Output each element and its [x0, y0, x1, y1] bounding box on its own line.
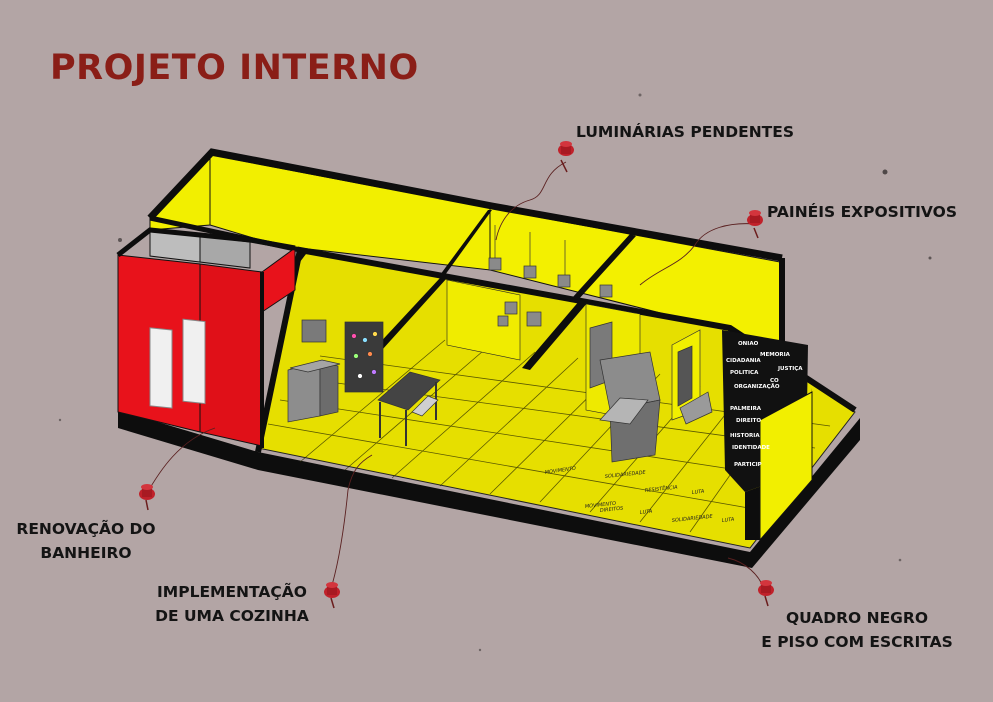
board-word: IDENTIDADE — [732, 445, 770, 451]
pushpin-icon — [324, 582, 340, 609]
floor-word: SOLIDARIEDADE — [672, 514, 714, 524]
board-word: HISTORIA — [730, 433, 760, 439]
floor-text: MOVIMENTO SOLIDARIEDADE RESISTÊNCIA LUTA… — [544, 466, 735, 524]
label-text: LUMINÁRIAS PENDENTES — [576, 123, 794, 141]
board-word: CO — [770, 378, 779, 384]
label-paineis: PAINÉIS EXPOSITIVOS — [767, 200, 957, 224]
label-text: QUADRO NEGRO — [785, 609, 929, 627]
floor-word: SOLIDARIEDADE — [605, 470, 647, 480]
bathroom-door-left — [149, 327, 173, 409]
pushpin-icon — [747, 210, 763, 239]
pushpin-icon — [558, 141, 574, 173]
pendant-lamps — [488, 225, 613, 327]
label-text: DE UMA COZINHA — [155, 607, 309, 625]
board-word: MEMORIA — [760, 352, 791, 358]
label-quadro: QUADRO NEGRO E PISO COM ESCRITAS — [752, 606, 962, 654]
label-text: E PISO COM ESCRITAS — [761, 633, 953, 651]
bathroom-front-wall-2 — [199, 263, 263, 447]
board-word: CIDADANIA — [726, 358, 761, 364]
label-text: IMPLEMENTAÇÃO — [157, 583, 307, 601]
label-luminarias: LUMINÁRIAS PENDENTES — [576, 120, 794, 144]
board-word: PARTICIP — [734, 462, 762, 468]
floor-word: DIREITOS — [600, 505, 625, 514]
blackboard-text: ONIAO MEMORIA CIDADANIA JUSTIÇA POLITICA… — [726, 341, 803, 468]
blackboard-side — [759, 391, 813, 542]
board-word: ORGANIZAÇÃO — [734, 383, 780, 390]
board-word: JUSTIÇA — [777, 366, 803, 372]
partition-1 — [440, 210, 492, 275]
floor-word: LUTA — [692, 489, 706, 496]
label-text: PAINÉIS EXPOSITIVOS — [767, 203, 957, 221]
kitchen — [287, 319, 441, 446]
kitchen-table — [377, 371, 441, 411]
pushpin-icon — [758, 580, 774, 607]
page-title: PROJETO INTERNO — [50, 48, 419, 88]
display-panels — [589, 321, 713, 463]
wall-top-back — [147, 148, 783, 262]
board-word: ONIAO — [738, 341, 759, 347]
back-wall — [209, 154, 491, 271]
label-text: BANHEIRO — [40, 544, 132, 562]
board-word: PALMEIRA — [730, 406, 762, 412]
board-word: POLITICA — [730, 370, 759, 376]
floor-word: LUTA — [640, 509, 654, 516]
board-word: DIREITO — [736, 418, 761, 424]
floor-word: MOVIMENTO — [544, 466, 576, 476]
bathroom-door-right — [182, 318, 206, 405]
pin-strings — [145, 161, 765, 593]
floor-word: RESISTÊNCIA — [644, 483, 678, 494]
label-text: RENOVAÇÃO DO — [16, 520, 156, 538]
label-banheiro: RENOVAÇÃO DO BANHEIRO — [8, 517, 164, 565]
label-cozinha: IMPLEMENTAÇÃO DE UMA COZINHA — [146, 580, 318, 628]
partition-2 — [375, 278, 447, 350]
pushpin-icon — [139, 484, 155, 511]
floor-word: LUTA — [722, 517, 736, 524]
floor-word: MOVIMENTO — [585, 501, 617, 510]
